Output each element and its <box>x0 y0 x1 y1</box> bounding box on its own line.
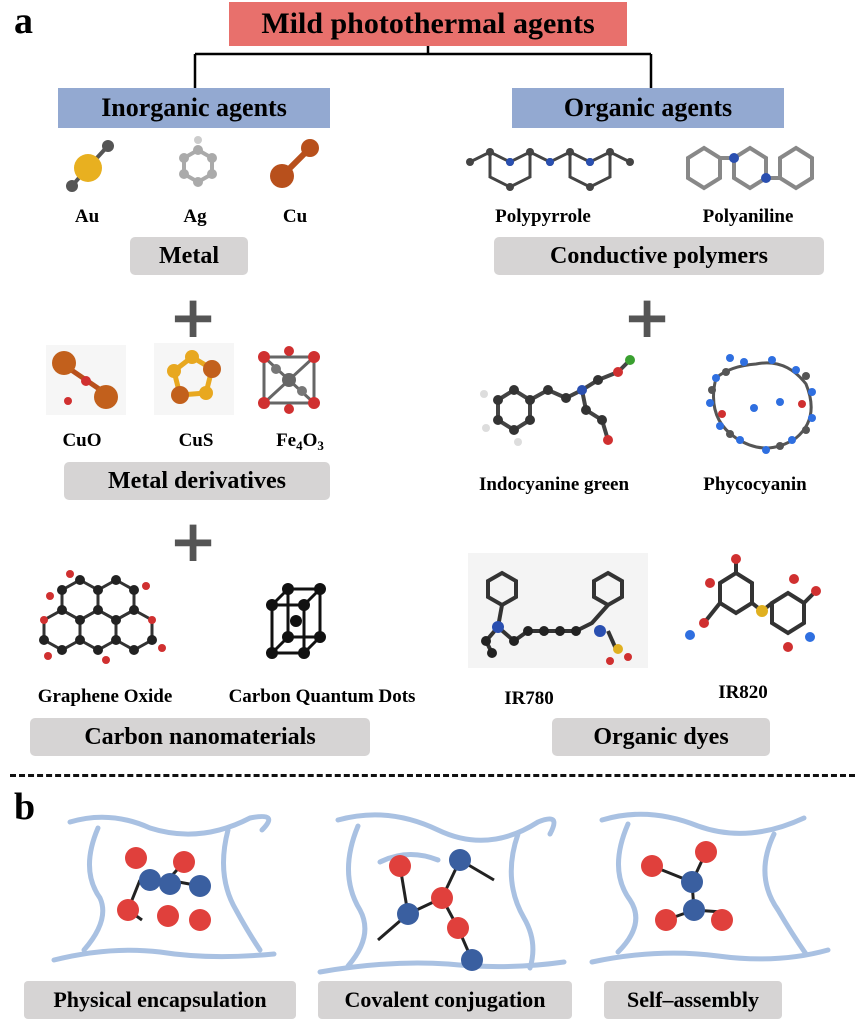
inorganic-agents-header: Inorganic agents <box>58 88 330 128</box>
indocyanine-green-molecule-icon <box>480 355 635 446</box>
cus-label: CuS <box>178 430 214 451</box>
phycocyanin-molecule-icon <box>706 354 816 454</box>
plus-icon: + <box>622 283 672 351</box>
polypyrrole-molecule-icon <box>466 148 634 191</box>
panel-divider <box>10 774 855 777</box>
cuo-molecule-icon <box>46 345 126 415</box>
cuo-label: CuO <box>62 430 102 451</box>
fe-oxide-label: Fe4O3 <box>276 430 324 453</box>
polyaniline-molecule-icon <box>686 145 814 191</box>
organic-agents-header: Organic agents <box>512 88 784 128</box>
carbon-quantum-dots-molecule-icon <box>266 583 326 659</box>
ir820-molecule-icon <box>685 554 821 652</box>
phycocyanin-label: Phycocyanin <box>703 474 807 495</box>
metal-derivatives-group-label: Metal derivatives <box>64 462 330 500</box>
cu-label: Cu <box>282 206 308 227</box>
covalent-conjugation-illustration <box>317 812 567 975</box>
graphene-oxide-molecule-icon <box>39 570 166 664</box>
metal-group-label: Metal <box>130 237 248 275</box>
conductive-polymers-group-label: Conductive polymers <box>494 237 824 275</box>
panel-b-label: b <box>14 786 36 828</box>
panel-a-label: a <box>14 0 33 42</box>
indocyanine-green-label: Indocyanine green <box>478 474 630 495</box>
physical-encapsulation-label: Physical encapsulation <box>24 981 296 1019</box>
physical-encapsulation-illustration <box>51 814 277 963</box>
fe-oxide-molecule-icon <box>258 346 320 414</box>
plus-icon: + <box>168 283 218 351</box>
cus-molecule-icon <box>154 343 234 415</box>
ag-molecule-icon <box>179 136 217 187</box>
ir820-label: IR820 <box>718 682 768 703</box>
graphene-oxide-label: Graphene Oxide <box>37 686 173 707</box>
plus-icon: + <box>168 507 218 575</box>
au-label: Au <box>74 206 100 227</box>
ag-label: Ag <box>183 206 207 227</box>
ir780-label: IR780 <box>504 688 554 709</box>
carbon-quantum-dots-label: Carbon Quantum Dots <box>228 686 416 707</box>
cu-molecule-icon <box>270 139 319 188</box>
main-title: Mild photothermal agents <box>229 2 627 46</box>
polyaniline-label: Polyaniline <box>702 206 794 227</box>
title-connector <box>193 46 653 90</box>
self-assembly-illustration <box>589 811 831 965</box>
organic-dyes-group-label: Organic dyes <box>552 718 770 756</box>
au-molecule-icon <box>66 140 114 192</box>
ir780-molecule-icon <box>468 553 648 668</box>
carbon-nanomaterials-group-label: Carbon nanomaterials <box>30 718 370 756</box>
polypyrrole-label: Polypyrrole <box>495 206 591 227</box>
covalent-conjugation-label: Covalent conjugation <box>318 981 572 1019</box>
self-assembly-label: Self–assembly <box>604 981 782 1019</box>
